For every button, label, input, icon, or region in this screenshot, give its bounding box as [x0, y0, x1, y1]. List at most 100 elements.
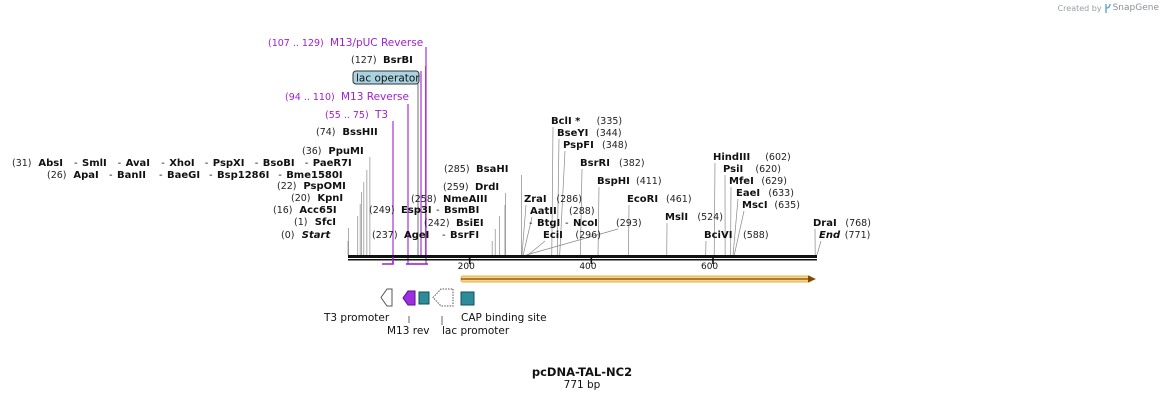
site-name-btgi[interactable]: BtgI	[537, 218, 560, 229]
site-name-bsahi[interactable]: BsaHI	[476, 164, 508, 175]
site-coord: (259)	[443, 182, 469, 193]
site-name-pspomi[interactable]: PspOMI	[303, 181, 345, 192]
lac-promoter-glyph[interactable]	[432, 288, 454, 307]
t3-promoter-glyph[interactable]	[380, 288, 393, 307]
site-name-bsiei[interactable]: BsiEI	[456, 218, 484, 229]
site-separator: -	[159, 170, 163, 181]
site-name-end[interactable]: End	[819, 230, 841, 241]
site-name-avai[interactable]: AvaI	[126, 158, 150, 169]
site-name-banii[interactable]: BanII	[117, 170, 146, 181]
site-leader	[521, 204, 527, 256]
site-name-bsrbi[interactable]: BsrBI	[383, 55, 413, 66]
site-leader	[816, 240, 822, 256]
site-coord: (237)	[372, 230, 398, 241]
site-name-hindiii[interactable]: HindIII	[713, 152, 750, 163]
site-name-ecori[interactable]: EcoRI	[627, 194, 658, 205]
primer-range-m13-puc: (107 .. 129)	[268, 38, 324, 49]
site-coord: (1)	[294, 217, 307, 228]
site-coord: (22)	[277, 181, 297, 192]
site-name-bsp1286i[interactable]: Bsp1286I	[217, 170, 269, 181]
snapgene-watermark: Created by SnapGene	[1058, 3, 1159, 13]
site-name-baegi[interactable]: BaeGI	[167, 170, 200, 181]
site-leader	[597, 186, 600, 256]
primer-range-t3: (55 .. 75)	[325, 110, 369, 121]
m13-rev-glyph[interactable]	[402, 290, 416, 306]
site-name-pspxi[interactable]: PspXI	[213, 158, 245, 169]
site-coord: (411)	[636, 176, 662, 187]
site-coord: (344)	[596, 128, 622, 139]
site-coord: (768)	[845, 218, 871, 229]
site-leader	[556, 138, 560, 256]
site-name-msli[interactable]: MslI	[665, 212, 688, 223]
site-leader	[580, 168, 583, 256]
watermark-prefix: Created by	[1057, 3, 1102, 13]
site-separator: -	[565, 218, 569, 229]
site-separator: -	[255, 158, 259, 169]
site-name-psii[interactable]: PsiI	[723, 164, 743, 175]
site-coord: (242)	[424, 218, 450, 229]
site-name-bcivi[interactable]: BciVI	[704, 230, 732, 241]
site-name-bsobi[interactable]: BsoBI	[263, 158, 295, 169]
site-name-bsrfi[interactable]: BsrFI	[450, 230, 479, 241]
site-name-drai[interactable]: DraI	[813, 218, 837, 229]
lac-operator-box[interactable]: lac operator	[352, 70, 420, 85]
site-name-nmeaiii[interactable]: NmeAIII	[443, 194, 487, 205]
site-coord: (771)	[845, 230, 871, 241]
site-coord: (461)	[666, 194, 692, 205]
site-name-esp3i[interactable]: Esp3I	[401, 205, 432, 216]
site-name-bsrri[interactable]: BsrRI	[580, 158, 610, 169]
site-name-kpni[interactable]: KpnI	[317, 193, 343, 204]
site-name-mfei[interactable]: MfeI	[729, 176, 754, 187]
site-name-bcli-[interactable]: BclI *	[551, 116, 581, 127]
site-leader-lines	[347, 66, 822, 256]
site-name-zrai[interactable]: ZraI	[524, 194, 547, 205]
site-coord: (296)	[575, 230, 601, 241]
primer-lines	[392, 47, 427, 264]
lac-operator-glyph[interactable]	[418, 291, 430, 305]
site-name-start[interactable]: Start	[302, 230, 332, 241]
site-name-bseyi[interactable]: BseYI	[557, 128, 588, 139]
site-name-bme1580i[interactable]: Bme1580I	[286, 170, 342, 181]
site-name-eaei[interactable]: EaeI	[736, 188, 760, 199]
feature-connectors	[408, 316, 443, 325]
site-name-sfci[interactable]: SfcI	[315, 217, 336, 228]
site-name-msci[interactable]: MscI	[742, 200, 768, 211]
site-name-bsmbi[interactable]: BsmBI	[444, 205, 479, 216]
site-coord: (286)	[556, 194, 582, 205]
site-name-ecii[interactable]: EciI	[543, 230, 563, 241]
primer-name-m13-rev: M13 Reverse	[341, 91, 409, 103]
site-name-bsshii[interactable]: BssHII	[342, 127, 377, 138]
plasmid-title: pcDNA-TAL-NC2 771 bp	[532, 365, 632, 391]
site-name-drdi[interactable]: DrdI	[475, 182, 499, 193]
site-separator: -	[529, 218, 533, 229]
ruler-label: 600	[701, 262, 718, 272]
orf-arrow[interactable]	[460, 275, 816, 283]
site-name-acc65i[interactable]: Acc65I	[299, 205, 336, 216]
site-name-absi[interactable]: AbsI	[38, 158, 63, 169]
site-coord: (382)	[619, 158, 645, 169]
site-name-smli[interactable]: SmlI	[82, 158, 107, 169]
feature-label-m13-rev: M13 rev	[387, 325, 430, 337]
ruler-label: 400	[579, 262, 596, 272]
site-coord: (31)	[12, 158, 32, 169]
site-name-paer7i[interactable]: PaeR7I	[313, 158, 352, 169]
site-coord: (249)	[369, 205, 395, 216]
site-separator: -	[305, 158, 309, 169]
feature-label-lac-promoter: lac promoter	[442, 325, 510, 337]
site-name-agei[interactable]: AgeI	[404, 230, 429, 241]
site-name-pspfi[interactable]: PspFI	[563, 140, 594, 151]
site-name-bsphi[interactable]: BspHI	[597, 176, 630, 187]
site-name-ppumi[interactable]: PpuMI	[328, 146, 363, 157]
watermark-brand: SnapGene	[1112, 3, 1159, 13]
site-name-aatii[interactable]: AatII	[530, 206, 557, 217]
site-leader	[522, 216, 533, 256]
site-leader	[559, 150, 566, 256]
backbone-top-strand	[348, 255, 817, 258]
feature-glyphs	[380, 288, 475, 307]
site-name-apai[interactable]: ApaI	[73, 170, 98, 181]
cap-binding-site-glyph[interactable]	[460, 291, 475, 306]
site-leader	[628, 204, 630, 256]
site-name-ncoi[interactable]: NcoI	[573, 218, 598, 229]
site-name-xhoi[interactable]: XhoI	[169, 158, 194, 169]
primer-labels: (107 .. 129) M13/pUC Reverse (94 .. 110)…	[268, 37, 423, 121]
